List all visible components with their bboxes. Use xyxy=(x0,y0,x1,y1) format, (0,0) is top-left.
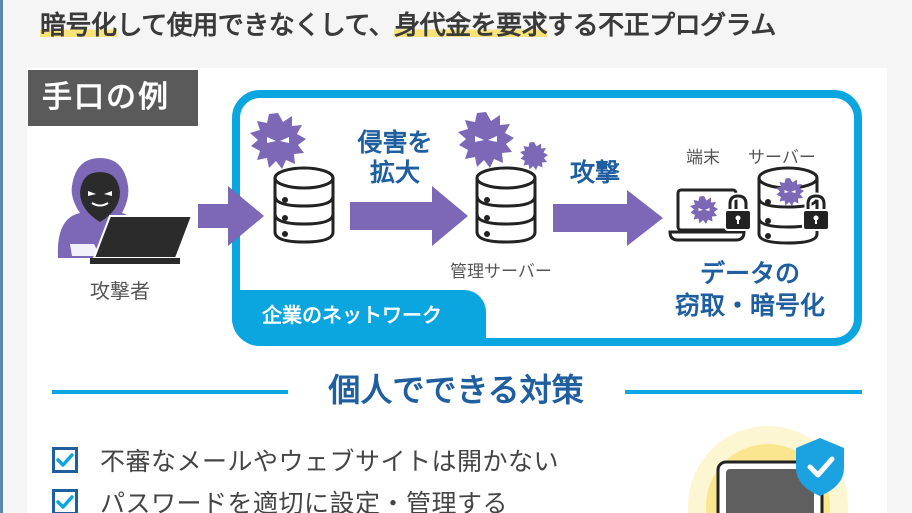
attacker-label: 攻撃者 xyxy=(90,279,150,303)
server-label: サーバー xyxy=(748,148,816,168)
arrow-right-icon xyxy=(198,186,264,246)
server-icon xyxy=(273,166,335,244)
countermeasures-title: 個人でできる対策 xyxy=(328,371,584,409)
result-line1: データの xyxy=(699,259,800,288)
protected-device-icon xyxy=(688,426,848,513)
countermeasure-item: 不審なメールやウェブサイトは開かない xyxy=(52,444,559,476)
arrow-right-icon xyxy=(350,186,468,246)
checkbox-checked-icon xyxy=(52,489,78,513)
countermeasure-item: パスワードを適切に設定・管理する xyxy=(52,486,508,513)
headline-text-4: する不正プログラム xyxy=(547,11,776,41)
hacker-icon xyxy=(57,158,194,264)
arrow-right-icon xyxy=(553,190,663,246)
countermeasure-text: 不審なメールやウェブサイトは開かない xyxy=(100,447,560,476)
corporate-network-label: 企業のネットワーク xyxy=(232,290,486,346)
spread-infection-label: 侵害を 拡大 xyxy=(345,128,445,188)
headline: 暗号化して使用できなくして、身代金を要求する不正プログラム xyxy=(40,6,776,46)
section-rule-right xyxy=(625,390,862,394)
result-line2: 窃取・暗号化 xyxy=(674,291,825,320)
virus-icon xyxy=(458,112,514,168)
left-edge-rule xyxy=(0,0,3,513)
headline-text-2: して使用できなくして、 xyxy=(116,11,395,41)
terminal-label: 端末 xyxy=(686,148,720,168)
management-server-icon xyxy=(475,166,537,244)
small-virus-icon xyxy=(520,142,548,170)
virus-icon xyxy=(250,113,306,169)
spread-infection-line1: 侵害を xyxy=(357,128,433,157)
infected-server-icon xyxy=(757,166,830,245)
infected-laptop-icon xyxy=(668,188,752,242)
management-server-label: 管理サーバー xyxy=(450,262,552,282)
checkbox-checked-icon xyxy=(52,447,78,473)
headline-highlight-1: 暗号化 xyxy=(40,11,117,41)
section-rule-left xyxy=(52,390,288,394)
example-tag: 手口の例 xyxy=(28,70,198,126)
result-label: データの 窃取・暗号化 xyxy=(660,258,840,322)
attack-label: 攻撃 xyxy=(569,158,620,187)
countermeasure-text: パスワードを適切に設定・管理する xyxy=(100,489,509,513)
headline-highlight-2: 身代金を要求 xyxy=(394,11,548,41)
spread-infection-line2: 拡大 xyxy=(369,158,420,187)
